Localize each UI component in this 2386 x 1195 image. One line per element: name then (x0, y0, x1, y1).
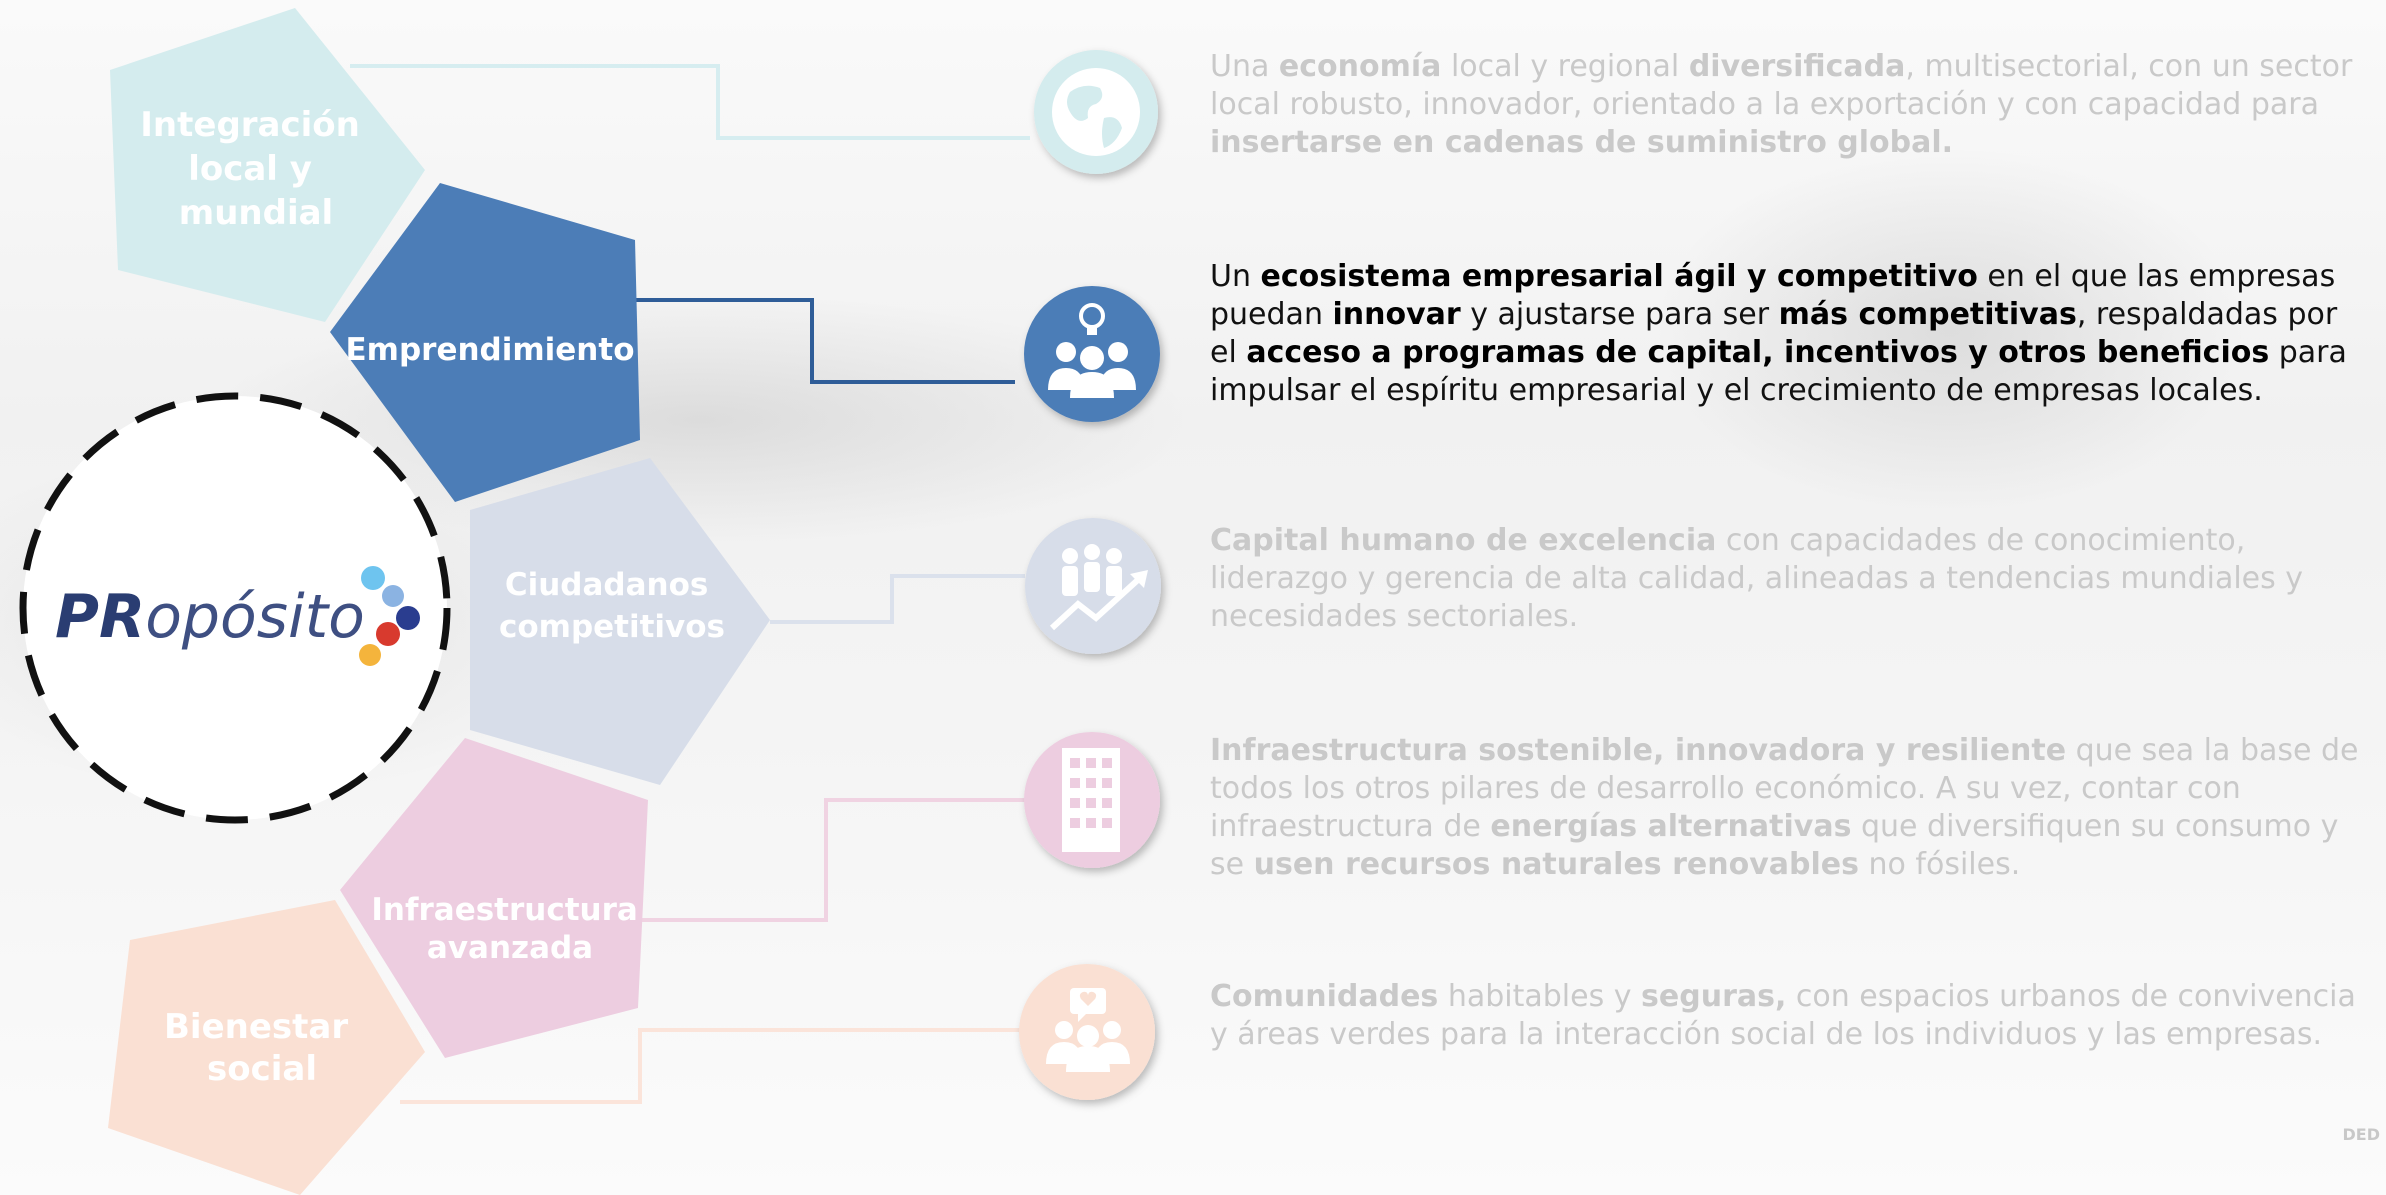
pillar-infraestructura-label-2: avanzada (427, 930, 593, 966)
desc-run: Un (1210, 259, 1261, 294)
desc-run: no fósiles. (1858, 847, 2021, 882)
pillar-bienestar-label-1: Bienestar (164, 1007, 348, 1047)
pillar-description-1: Una economía local y regional diversific… (1210, 48, 2360, 162)
pillar-infraestructura[interactable]: Infraestructura avanzada (340, 738, 649, 1058)
desc-run: Comunidades (1210, 979, 1439, 1014)
desc-run: insertarse en cadenas de suministro glob… (1210, 125, 1954, 160)
pillar-bienestar-label-2: social (207, 1049, 317, 1089)
connector-line-3 (770, 574, 1025, 624)
connector-line-4 (636, 798, 1025, 922)
svg-text:Infraestructura avanzada: Infraestructura avanzada (371, 892, 648, 966)
desc-run: Infraestructura sostenible, innovadora y… (1210, 733, 2067, 768)
globe-icon (1034, 50, 1158, 174)
desc-run: más competitivas (1778, 297, 2077, 332)
pillar-description-4: Infraestructura sostenible, innovadora y… (1210, 732, 2360, 884)
pillar-integracion-label-2: local y (188, 149, 312, 189)
people-growth-icon (1025, 518, 1161, 654)
desc-run: acceso a programas de capital, incentivo… (1246, 335, 2270, 370)
desc-run: diversificada (1688, 49, 1906, 84)
desc-run: , multisectorial, con un sector local ro… (1210, 49, 2353, 122)
desc-run: habitables y (1438, 979, 1642, 1014)
pillar-infraestructura-label-1: Infraestructura (371, 892, 637, 928)
desc-run: economía (1278, 49, 1442, 84)
desc-run: y ajustarse para ser (1460, 297, 1779, 332)
community-heart-icon (1019, 964, 1155, 1100)
connector-line-1 (350, 64, 1030, 140)
svg-text:Bienestar social: Bienestar social (164, 1007, 360, 1089)
logo-dot-lightblue (382, 585, 404, 607)
building-icon (1024, 732, 1160, 868)
desc-run: con capacidades de conocimiento, lideraz… (1210, 523, 2304, 634)
desc-run: usen recursos naturales renovables (1253, 847, 1859, 882)
desc-run: , respaldadas por el (1210, 297, 2338, 370)
pillar-ciudadanos-label-2: competitivos (499, 609, 725, 645)
svg-text:Ciudadanos competitivos: Ciudadanos competitivos (499, 567, 725, 645)
logo-dot-cyan (361, 566, 385, 590)
desc-run: ecosistema empresarial ágil y competitiv… (1260, 259, 1978, 294)
logo-wordmark: PRopósito (55, 582, 365, 652)
pillar-integracion-label-3: mundial (179, 193, 333, 233)
desc-run: Capital humano de excelencia (1210, 523, 1717, 558)
logo-dot-red (376, 622, 400, 646)
pillar-ciudadanos[interactable]: Ciudadanos competitivos (470, 458, 770, 785)
pillar-emprendimiento-label: Emprendimiento (345, 332, 634, 368)
team-lightbulb-icon (1024, 286, 1160, 422)
svg-text:Integración local y: Integración local y mundial (140, 105, 371, 233)
pillar-description-5: Comunidades habitables y seguras, con es… (1210, 978, 2360, 1054)
connector-line-2 (636, 298, 1015, 384)
pillar-integracion-label-1: Integración (140, 105, 360, 145)
connector-line-5 (400, 1028, 1020, 1104)
pillar-description-3: Capital humano de excelencia con capacid… (1210, 522, 2360, 636)
desc-run: en el que las empresas puedan (1210, 259, 2336, 332)
dashed-circle (19, 392, 451, 824)
desc-run: energías alternativas (1490, 809, 1852, 844)
pillar-ciudadanos-label-1: Ciudadanos (505, 567, 708, 603)
desc-run: con espacios urbanos de convivencia y ár… (1210, 979, 2356, 1052)
pillar-description-2: Un ecosistema empresarial ágil y competi… (1210, 258, 2360, 410)
desc-run: Una (1210, 49, 1279, 84)
logo-dot-navy (396, 606, 420, 630)
logo-dot-yellow (359, 644, 381, 666)
pillar-emprendimiento[interactable]: Emprendimiento (330, 183, 640, 502)
center-logo: PRopósito (19, 392, 451, 824)
desc-run: local y regional (1441, 49, 1689, 84)
desc-run: para impulsar el espíritu empresarial y … (1210, 335, 2347, 408)
desc-run: que diversifiquen su consumo y se (1210, 809, 2339, 882)
pillar-bienestar[interactable]: Bienestar social (108, 900, 425, 1195)
desc-run: que sea la base de todos los otros pilar… (1210, 733, 2359, 844)
desc-run: innovar (1332, 297, 1461, 332)
desc-run: seguras, (1641, 979, 1787, 1014)
watermark: DED (2342, 1125, 2381, 1144)
pillar-integracion[interactable]: Integración local y mundial (110, 8, 425, 322)
